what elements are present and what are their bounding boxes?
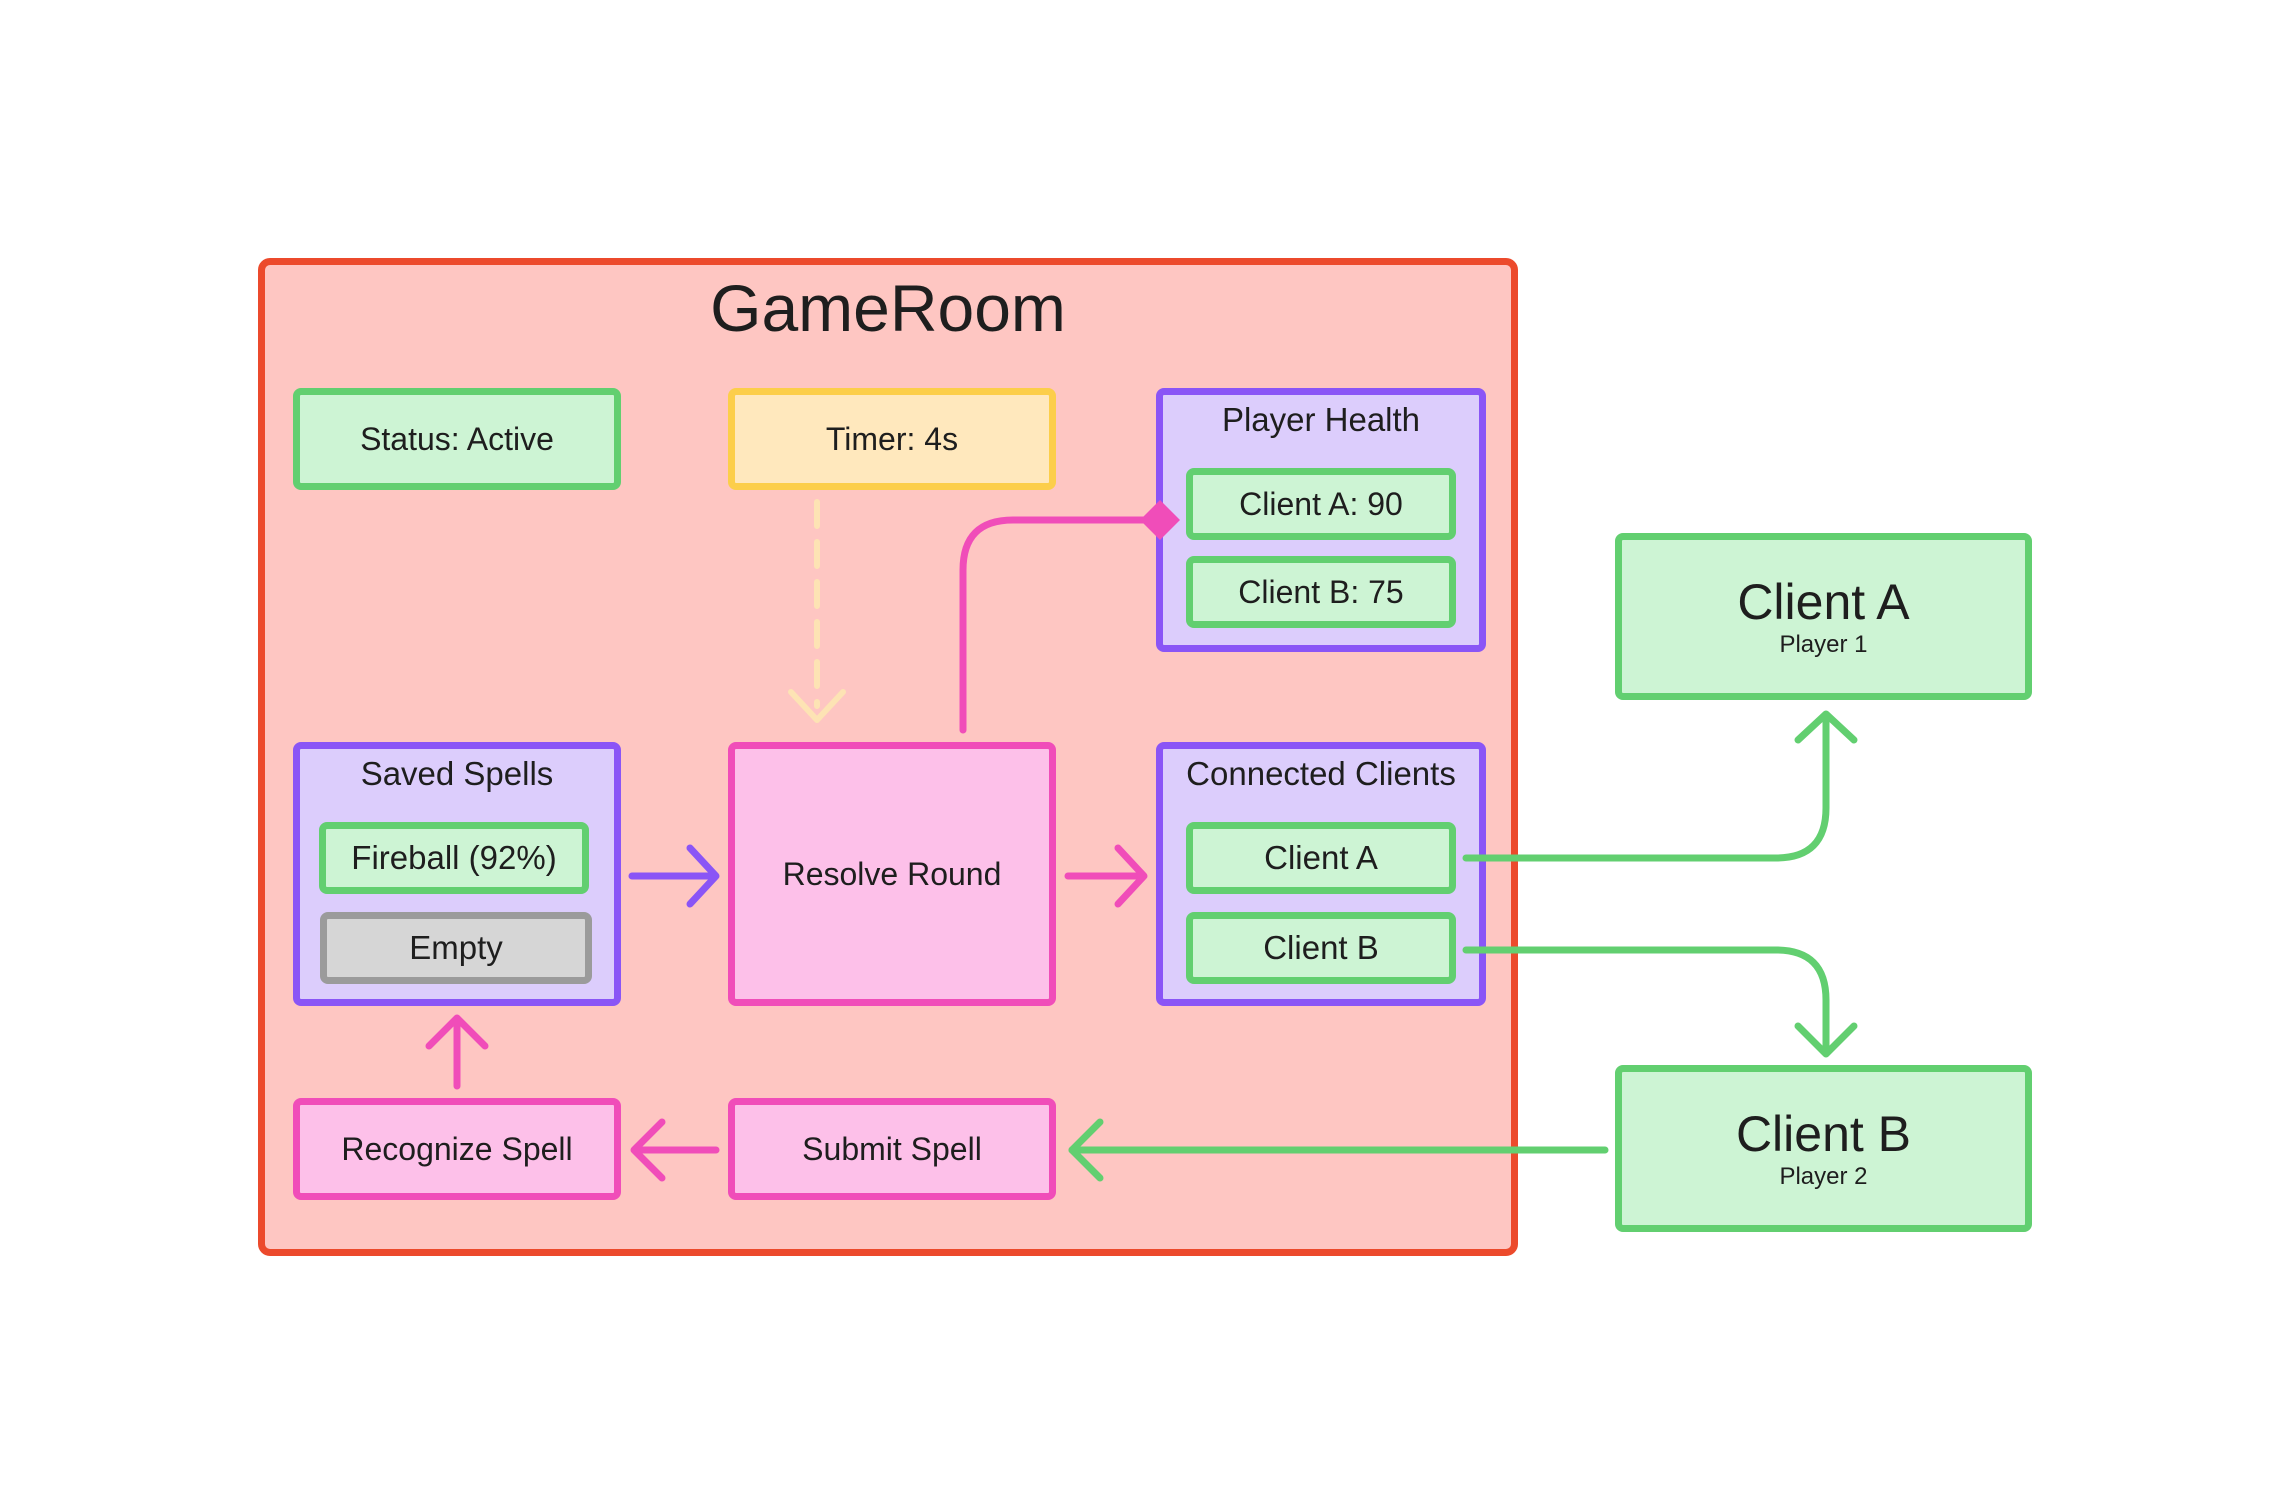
connected-a-to-client-a — [1462, 712, 1830, 862]
connected-client-b: Client B — [1186, 912, 1456, 984]
player-health-title: Player Health — [1221, 401, 1421, 438]
external-client-a-name: Client A — [1737, 573, 1910, 630]
connected-b-to-client-b — [1462, 946, 1830, 1056]
external-client-b-name: Client B — [1735, 1105, 1912, 1162]
saved-spells-title: Saved Spells — [360, 755, 554, 792]
timer-box: Timer: 4s — [728, 388, 1056, 490]
client-b-arrowhead — [1794, 1022, 1858, 1058]
connected-client-a: Client A — [1186, 822, 1456, 894]
client-a-arrowhead — [1794, 710, 1858, 744]
submit-spell-box: Submit Spell — [728, 1098, 1056, 1200]
status-box: Status: Active — [293, 388, 621, 490]
health-client-a: Client A: 90 — [1186, 468, 1456, 540]
spell-slot-empty: Empty — [320, 912, 592, 984]
health-client-b: Client B: 75 — [1186, 556, 1456, 628]
external-client-b-role: Player 2 — [1779, 1162, 1868, 1190]
resolve-round-box: Resolve Round — [728, 742, 1056, 1006]
gameroom-title: GameRoom — [710, 271, 1066, 345]
spell-slot-fireball: Fireball (92%) — [319, 822, 589, 894]
external-client-a: Client A Player 1 — [1615, 533, 2032, 700]
connected-clients-title: Connected Clients — [1186, 755, 1456, 792]
recognize-spell-box: Recognize Spell — [293, 1098, 621, 1200]
external-client-a-role: Player 1 — [1779, 630, 1868, 658]
external-client-b: Client B Player 2 — [1615, 1065, 2032, 1232]
